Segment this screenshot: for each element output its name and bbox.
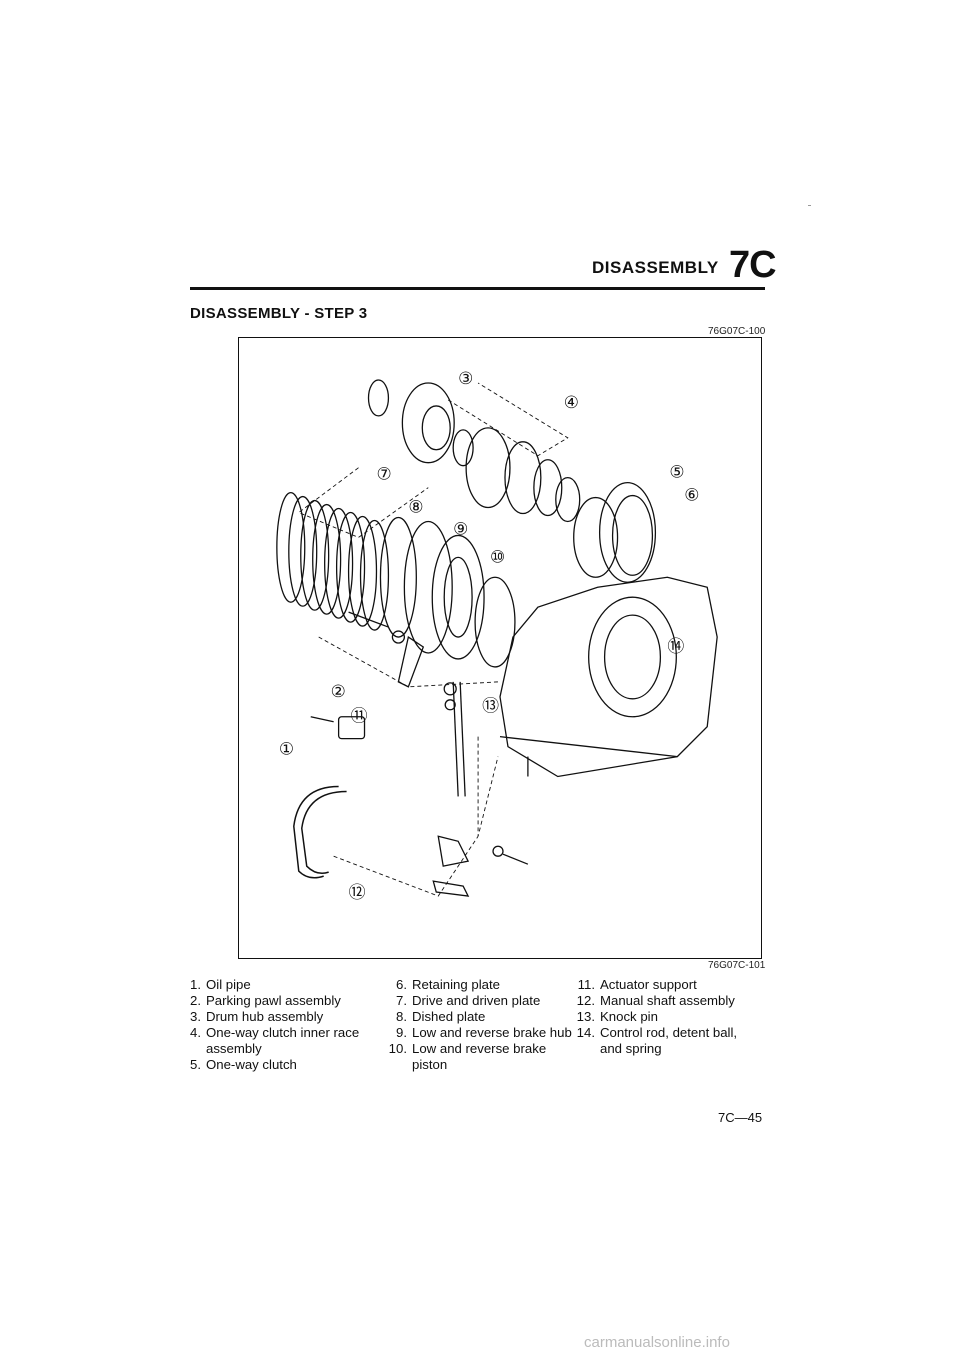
legend-column-1: 1.Oil pipe 2.Parking pawl assembly 3.Dru…	[178, 977, 378, 1073]
callout-2: ②	[331, 681, 346, 701]
legend-item: 12.Manual shaft assembly	[576, 993, 735, 1008]
drum-hub-assembly	[367, 379, 474, 467]
callout-5: ⑤	[669, 462, 684, 482]
section-title: DISASSEMBLY - STEP 3	[190, 305, 368, 322]
manual-shaft	[443, 681, 466, 797]
legend-item: 7.Drive and driven plate	[396, 993, 541, 1008]
one-way-clutch	[573, 481, 657, 583]
header-divider	[190, 287, 765, 290]
legend-item: 14.Control rod, detent ball,	[576, 1025, 738, 1040]
leader-lines	[297, 382, 569, 897]
legend-item-continuation: and spring	[600, 1041, 662, 1056]
parking-pawl-assembly	[348, 611, 425, 688]
callout-9: ⑨	[453, 518, 468, 538]
one-way-clutch-inner-race	[465, 427, 581, 523]
exploded-view-drawing: ① ② ③ ④ ⑤ ⑥ ⑦ ⑧ ⑨ ⑩ ⑪ ⑫ ⑬ ⑭	[276, 368, 718, 902]
legend-item: 1.Oil pipe	[190, 977, 251, 992]
transmission-case	[499, 576, 718, 778]
callout-13: ⑬	[482, 696, 499, 716]
callout-14: ⑭	[667, 636, 684, 656]
legend-item: 3.Drum hub assembly	[190, 1009, 324, 1024]
legend-item-continuation: assembly	[206, 1041, 262, 1056]
legend-item: 6.Retaining plate	[396, 977, 500, 992]
legend-item: 9.Low and reverse brake hub	[396, 1025, 572, 1040]
callout-3: ③	[458, 368, 473, 388]
legend-item: 13.Knock pin	[576, 1009, 658, 1024]
actuator-support	[310, 716, 366, 740]
callout-6: ⑥	[684, 485, 699, 505]
header-section-code: 7C	[729, 244, 777, 286]
legend-item: 8.Dished plate	[396, 1009, 486, 1024]
watermark: carmanualsonline.info	[584, 1334, 730, 1351]
callout-11: ⑪	[351, 706, 368, 726]
stray-mark	[808, 205, 811, 206]
figure-ref-top: 76G07C-100	[708, 326, 766, 337]
callout-7: ⑦	[376, 464, 391, 484]
callout-10: ⑩	[490, 546, 505, 566]
figure-ref-bottom: 76G07C-101	[708, 960, 766, 971]
legend-column-3: 11.Actuator support 12.Manual shaft asse…	[572, 977, 777, 1057]
page-number: 7C—45	[718, 1110, 763, 1125]
legend-item: 10.Low and reverse brake	[388, 1041, 547, 1056]
legend-item: 2.Parking pawl assembly	[190, 993, 341, 1008]
legend-item: 5.One-way clutch	[190, 1057, 297, 1072]
brake-hub-and-piston	[379, 516, 516, 668]
callout-1: ①	[279, 739, 294, 759]
callout-4: ④	[564, 392, 579, 412]
legend-item: 4.One-way clutch inner race	[190, 1025, 360, 1040]
header-title: DISASSEMBLY	[592, 258, 719, 277]
oil-pipe	[293, 785, 347, 879]
manual-shaft-lower	[432, 835, 529, 897]
callout-12: ⑫	[349, 882, 366, 902]
legend-item: 11.Actuator support	[577, 977, 697, 992]
exploded-view-figure: ① ② ③ ④ ⑤ ⑥ ⑦ ⑧ ⑨ ⑩ ⑪ ⑫ ⑬ ⑭	[238, 337, 762, 959]
drive-driven-plates	[276, 491, 390, 631]
legend-column-2: 6.Retaining plate 7.Drive and driven pla…	[384, 977, 574, 1073]
legend-item-continuation: piston	[412, 1057, 448, 1072]
callout-8: ⑧	[408, 497, 423, 517]
